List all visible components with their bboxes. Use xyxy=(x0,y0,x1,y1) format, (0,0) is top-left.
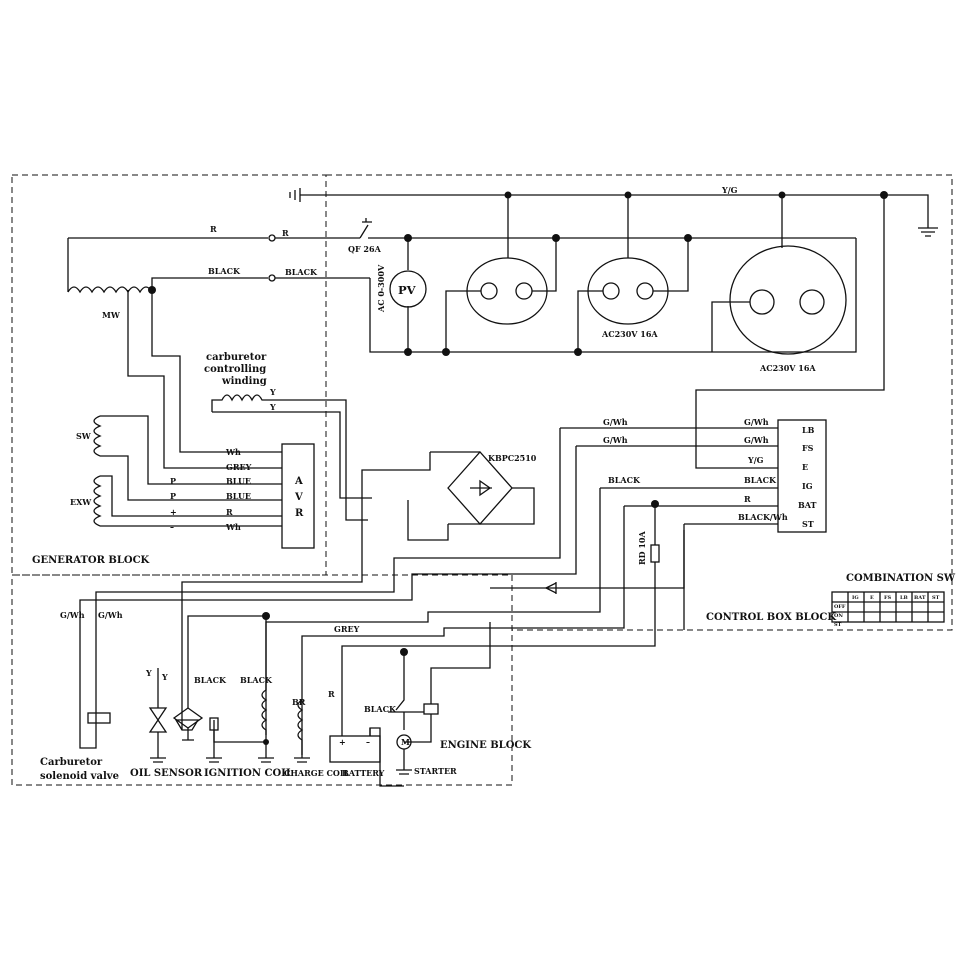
label-grey: GREY xyxy=(226,462,252,472)
label-br: BR xyxy=(292,697,306,707)
main-winding xyxy=(67,218,857,356)
label-carb-wind-1: carburetor xyxy=(206,352,267,363)
block-boundaries xyxy=(11,174,953,786)
control-box-border xyxy=(326,174,953,631)
label-motor: M xyxy=(401,737,410,747)
switch-row-off: OFF xyxy=(834,604,846,610)
carburetor-winding xyxy=(211,394,372,521)
engine-components xyxy=(79,612,491,787)
switch-table xyxy=(831,591,945,623)
label-bat-minus: – xyxy=(366,737,370,747)
label-carb-sol-1: Carburetor xyxy=(40,757,103,768)
label-yg-cb: Y/G xyxy=(747,455,764,465)
label-mw: MW xyxy=(102,310,121,320)
label-term-st: ST xyxy=(802,519,814,529)
label-term-ig: IG xyxy=(802,481,813,491)
ground-bus xyxy=(289,188,938,237)
label-gwh-left2: G/Wh xyxy=(98,610,123,620)
label-charge-coil: CHARGE COIL xyxy=(284,768,350,778)
label-black-eng1: BLACK xyxy=(194,675,227,685)
switch-header-e: E xyxy=(870,595,874,601)
label-blue1: BLUE xyxy=(226,476,251,486)
label-wh1: Wh xyxy=(225,447,241,457)
label-r-cb: R xyxy=(744,494,751,504)
label-carb-wind-2: controlling xyxy=(204,364,266,375)
label-blackwh: BLACK/Wh xyxy=(738,512,788,522)
label-term-fs: FS xyxy=(802,443,814,453)
label-engine-block: ENGINE BLOCK xyxy=(440,740,531,751)
label-term-e: E xyxy=(802,462,808,472)
label-bat-plus: + xyxy=(339,737,346,747)
label-grey-eng: GREY xyxy=(334,624,360,634)
label-p2: P xyxy=(170,491,176,501)
label-starter: STARTER xyxy=(414,766,457,776)
label-black-cb2: BLACK xyxy=(744,475,777,485)
label-gwh-c: G/Wh xyxy=(744,417,769,427)
label-plus: + xyxy=(170,507,177,517)
label-y1: Y xyxy=(269,387,276,397)
label-term-lb: LB xyxy=(802,425,815,435)
switch-row-on: ON xyxy=(834,613,843,619)
label-avr-r: R xyxy=(295,508,304,519)
label-carb-wind-3: winding xyxy=(221,376,267,387)
label-gwh-a: G/Wh xyxy=(603,417,628,427)
label-r-top: R xyxy=(210,224,217,234)
label-y-eng1: Y xyxy=(145,668,152,678)
label-r-top2: R xyxy=(282,228,289,238)
switch-header-fs: FS xyxy=(884,595,892,601)
label-term-bat: BAT xyxy=(798,500,817,510)
label-black-cb: BLACK xyxy=(608,475,641,485)
switch-header-bat: BAT xyxy=(914,595,926,601)
label-exw: EXW xyxy=(70,497,92,507)
label-r-eng: R xyxy=(328,689,335,699)
label-y-eng2: Y xyxy=(161,672,168,682)
switch-row-st: ST xyxy=(834,622,842,628)
label-blue2: BLUE xyxy=(226,491,251,501)
label-battery: BATTERY xyxy=(342,768,385,778)
label-gwh-d: G/Wh xyxy=(744,435,769,445)
label-avr-a: A xyxy=(294,476,303,487)
label-qf: QF 26A xyxy=(348,244,382,254)
engine-block-border xyxy=(11,574,513,786)
label-ac-range: AC 0-300V xyxy=(376,264,386,313)
label-pv: PV xyxy=(398,283,417,297)
switch-header-lb: LB xyxy=(900,595,908,601)
combination-switch xyxy=(79,195,885,755)
label-combination-sw: COMBINATION SW xyxy=(846,573,956,584)
label-generator-block: GENERATOR BLOCK xyxy=(32,555,150,566)
label-carb-sol-2: solenoid valve xyxy=(40,771,119,782)
bridge-rectifier xyxy=(181,451,535,730)
label-sw: SW xyxy=(76,431,92,441)
label-control-box-block: CONTROL BOX BLOCK xyxy=(706,612,836,623)
label-r-avr: R xyxy=(226,507,233,517)
generator-block-border xyxy=(11,174,327,576)
label-kbpc: KBPC2510 xyxy=(488,453,537,463)
switch-header-st: ST xyxy=(932,595,940,601)
label-y2: Y xyxy=(269,402,276,412)
label-gwh-left1: G/Wh xyxy=(60,610,85,620)
label-black-left: BLACK xyxy=(208,266,241,276)
label-black-eng2: BLACK xyxy=(240,675,273,685)
label-oil-sensor: OIL SENSOR xyxy=(130,768,203,779)
label-ignition-coil: IGNITION COIL xyxy=(204,768,293,779)
switch-header-ig: IG xyxy=(852,595,859,601)
label-outlet-2: AC230V 16A xyxy=(601,329,658,339)
label-outlet-3: AC230V 16A xyxy=(759,363,816,373)
label-wh2: Wh xyxy=(225,522,241,532)
label-yg-top: Y/G xyxy=(721,185,738,195)
label-avr-v: V xyxy=(294,492,303,503)
sw-exw-windings xyxy=(93,290,315,549)
label-black-starter: BLACK xyxy=(364,704,397,714)
label-minus: – xyxy=(170,522,174,532)
label-gwh-b: G/Wh xyxy=(603,435,628,445)
labels: R R BLACK BLACK MW QF 26A PV AC 0-300V Y… xyxy=(32,185,956,782)
label-fuse: RD 10A xyxy=(637,530,647,565)
label-p1: P xyxy=(170,476,176,486)
label-black-right: BLACK xyxy=(285,267,318,277)
switch-table-text: IG E FS LB BAT ST OFF ON ST xyxy=(834,595,940,628)
